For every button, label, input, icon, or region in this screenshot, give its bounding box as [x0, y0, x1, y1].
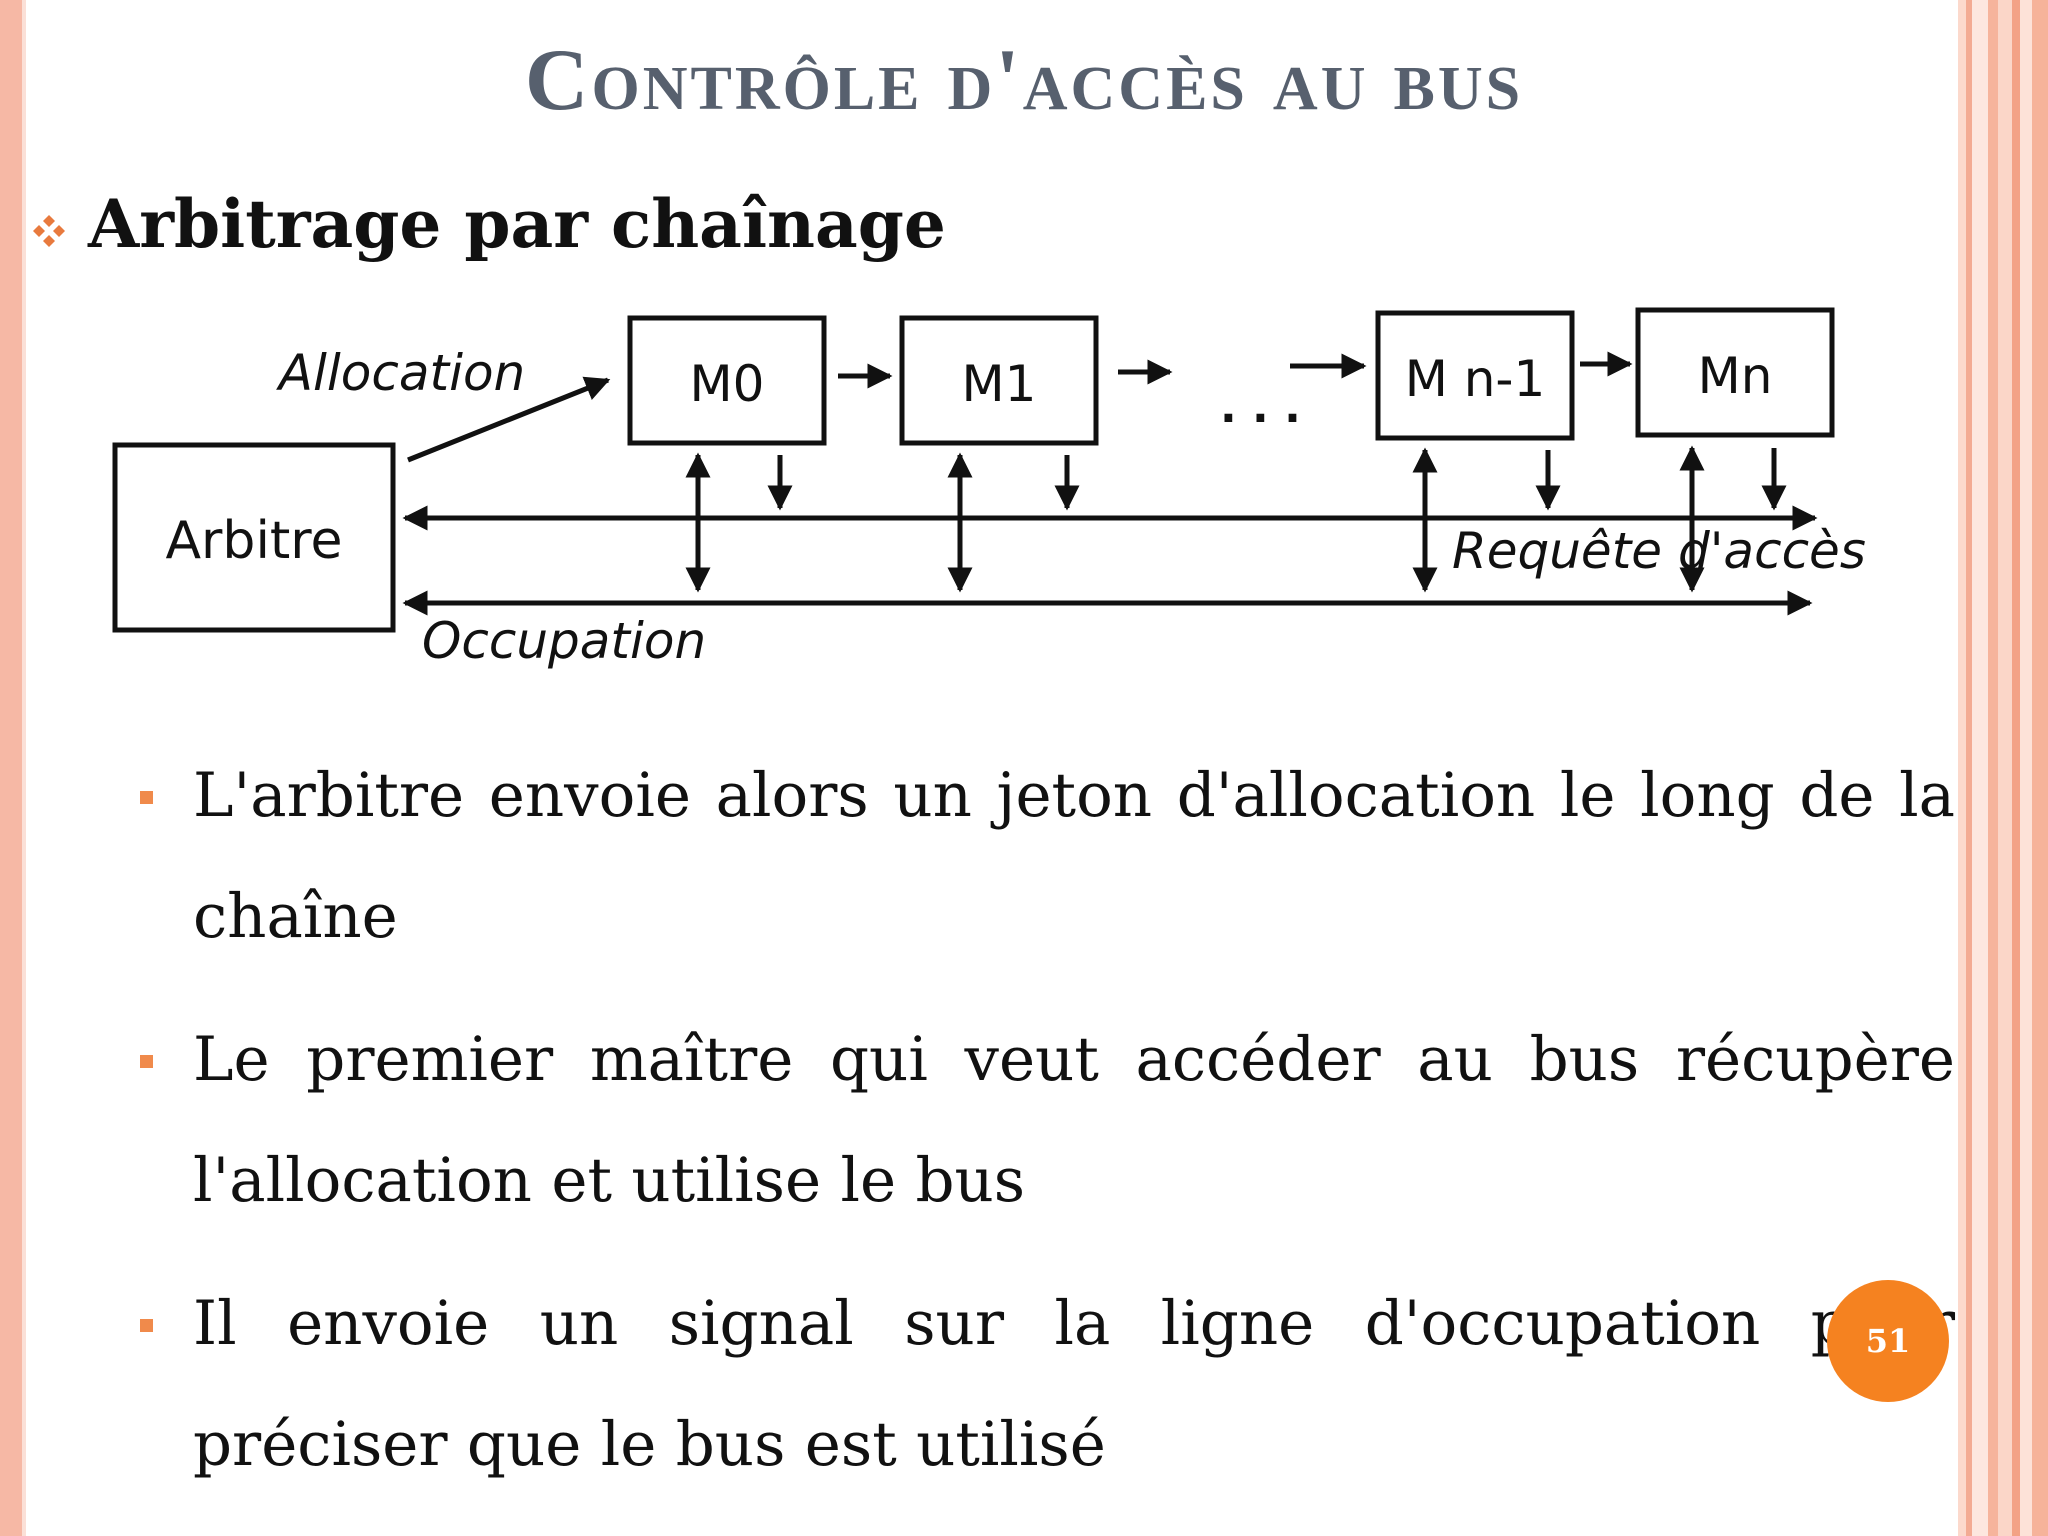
left-border: [0, 0, 22, 1536]
chain-ellipsis: . . .: [1220, 382, 1301, 433]
bullet-text: Le premier maître qui veut accéder au bu…: [193, 1024, 1955, 1216]
master-label: M n-1: [1405, 350, 1546, 408]
right-border-stripe: [2032, 0, 2048, 1536]
request-bus-label: Requête d'accès: [1452, 522, 1866, 580]
slide-title: Contrôle d'accès au bus: [524, 32, 1524, 129]
allocation-label: Allocation: [276, 344, 525, 402]
master-label: M1: [962, 355, 1037, 413]
master-label: Mn: [1698, 347, 1773, 405]
bullet-text: L'arbitre envoie alors un jeton d'alloca…: [193, 760, 1955, 952]
list-item: Le premier maître qui veut accéder au bu…: [140, 999, 1955, 1241]
occupation-bus-label: Occupation: [422, 612, 706, 670]
right-border-stripe: [1998, 0, 2012, 1536]
arbiter-label: Arbitre: [165, 511, 342, 571]
right-border-stripe: [1972, 0, 1988, 1536]
right-border-stripe: [2012, 0, 2020, 1536]
right-border-stripe: [2020, 0, 2032, 1536]
arbiter-box: Arbitre: [112, 442, 396, 633]
square-bullet-icon: [140, 1319, 153, 1332]
bullet-text: Il envoie un signal sur la ligne d'occup…: [193, 1288, 1955, 1480]
master-box: M n-1: [1375, 310, 1575, 441]
square-bullet-icon: [140, 1055, 153, 1068]
right-border-stripe: [1958, 0, 1966, 1536]
right-border-stripe: [1988, 0, 1998, 1536]
master-box: M1: [899, 315, 1099, 446]
page-number-badge: 51: [1827, 1280, 1949, 1402]
right-border-stripe: [1966, 0, 1972, 1536]
master-box: M0: [627, 315, 827, 446]
bullet-list: L'arbitre envoie alors un jeton d'alloca…: [140, 735, 1955, 1527]
diamond-cluster-icon: [33, 215, 65, 247]
allocation-arrow: [407, 376, 611, 463]
square-bullet-icon: [140, 791, 153, 804]
master-label: M0: [690, 355, 765, 413]
left-border-inner: [22, 0, 26, 1536]
list-item: L'arbitre envoie alors un jeton d'alloca…: [140, 735, 1955, 977]
list-item: Il envoie un signal sur la ligne d'occup…: [140, 1263, 1955, 1505]
section-heading: Arbitrage par chaînage: [88, 185, 946, 263]
master-box: Mn: [1635, 307, 1835, 438]
daisy-chain-diagram: Arbitre Allocation M0 M1 M n-1 Mn . . . …: [112, 307, 1866, 670]
